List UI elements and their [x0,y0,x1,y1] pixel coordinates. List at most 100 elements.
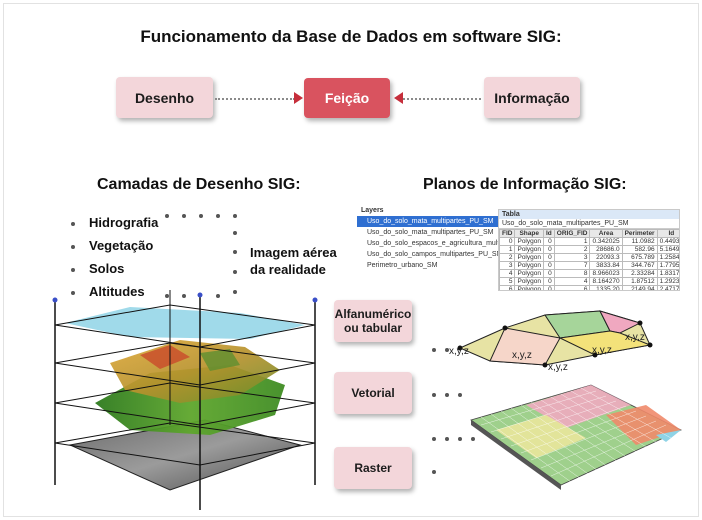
layer-item[interactable]: Uso_do_solo_mata_multipartes_PU_SM [367,229,494,236]
table-cell: 5 [499,277,516,286]
feicao-box: Feição [304,78,390,118]
connector-dot [471,437,475,441]
layer-name: Solos [89,261,125,276]
table-cell: 6 [499,285,516,290]
bracket-dot [182,214,186,218]
table-cell: 0 [542,261,555,270]
table-cell: Polygon [514,269,544,278]
attribute-table: Tabla Uso_do_solo_mata_multipartes_PU_SM… [498,209,680,291]
table-cell: 0 [542,237,555,246]
layer-item[interactable]: Perimetro_urbano_SM [367,262,438,269]
bullet-dot [71,291,75,295]
table-cell: 8 [553,269,591,278]
informacao-box: Informação [484,77,580,118]
vetorial-box: Vetorial [334,372,412,414]
bullet-dot [71,245,75,249]
table-cell: 1.83171 [656,269,679,278]
table-cell: 3833.84 [589,261,623,270]
table-cell: 675.789 [621,253,658,262]
table-cell: 1335.20 [589,285,623,290]
table-column-header[interactable]: Id [542,229,555,238]
table-cell: 2.47179 [656,285,679,290]
connector-left [215,98,295,100]
connector-dot [458,393,462,397]
arrow-left-icon [394,92,403,104]
layer-stack-illustration [52,290,318,510]
connector-dot [432,470,436,474]
table-cell: 0.342025 [589,237,623,246]
right-subtitle: Planos de Informação SIG: [423,176,627,193]
table-column-header[interactable]: FID [499,229,516,238]
table-cell: 6 [553,285,591,290]
table-cell: 0 [542,277,555,286]
connector-dot [445,348,449,352]
table-cell: 28686.0 [589,245,623,254]
bracket-dot [165,214,169,218]
alfanumerico-label: Alfanumérico ou tabular [334,307,412,335]
table-cell: 1.87512 [621,277,658,286]
table-cell: Polygon [514,277,544,286]
table-cell: 8.966023 [589,269,623,278]
table-cell: 1.77959 [656,261,679,270]
bracket-dot [233,270,237,274]
layer-item[interactable]: Uso_do_solo_espacos_e_agricultura_multip… [367,240,499,247]
table-cell: 1.29232 [656,277,679,286]
table-cell: 3 [553,253,591,262]
aerial-image-label: Imagem aérea da realidade [250,245,337,277]
xyz-label: x,y,z [592,345,612,356]
bracket-dot [165,294,169,298]
table-cell: 22093.3 [589,253,623,262]
informacao-label: Informação [494,89,570,106]
raster-illustration [470,384,682,490]
xyz-label: x,y,z [625,332,645,343]
connector-dot [432,393,436,397]
attribute-table-layer: Uso_do_solo_mata_multipartes_PU_SM [499,219,679,229]
table-column-header[interactable]: Shape [514,229,544,238]
table-column-header[interactable]: Id [656,229,679,238]
layer-item[interactable]: Uso_do_solo_campos_multipartes_PU_SM [367,251,499,258]
bullet-dot [71,268,75,272]
table-cell: 0.44934 [656,237,679,246]
bracket-dot [233,214,237,218]
connector-right [403,98,481,100]
desenho-label: Desenho [134,89,195,106]
raster-label: Raster [354,461,392,475]
page-frame [3,3,699,517]
table-column-header[interactable]: Perimeter [621,229,658,238]
table-column-header[interactable]: Area [589,229,623,238]
table-cell: 0 [542,253,555,262]
layers-panel: Layers Uso_do_solo_mata_multipartes_PU_S… [357,205,499,289]
attribute-table-title: Tabla [499,210,679,219]
bracket-dot [216,294,220,298]
table-cell: 1.25842 [656,253,679,262]
layers-panel-header: Layers [361,207,384,214]
table-cell: 344.767 [621,261,658,270]
desenho-box: Desenho [116,77,213,118]
table-cell: Polygon [514,245,544,254]
layer-item[interactable]: Uso_do_solo_mata_multipartes_PU_SM [357,216,499,227]
xyz-label: x,y,z [548,362,568,373]
bracket-dot [182,294,186,298]
table-cell: 4 [553,277,591,286]
table-cell: 3 [499,261,516,270]
table-column-header[interactable]: ORIG_FID [553,229,591,238]
table-cell: 2 [553,245,591,254]
raster-box: Raster [334,447,412,489]
alfanumerico-box: Alfanumérico ou tabular [334,300,412,342]
table-cell: Polygon [514,237,544,246]
bullet-dot [71,222,75,226]
bracket-dot [199,214,203,218]
table-cell: 1 [499,245,516,254]
table-cell: 4 [499,269,516,278]
table-cell: Polygon [514,253,544,262]
layer-list: Hidrografia Vegetação Solos Altitudes [89,211,158,303]
table-cell: 7 [553,261,591,270]
